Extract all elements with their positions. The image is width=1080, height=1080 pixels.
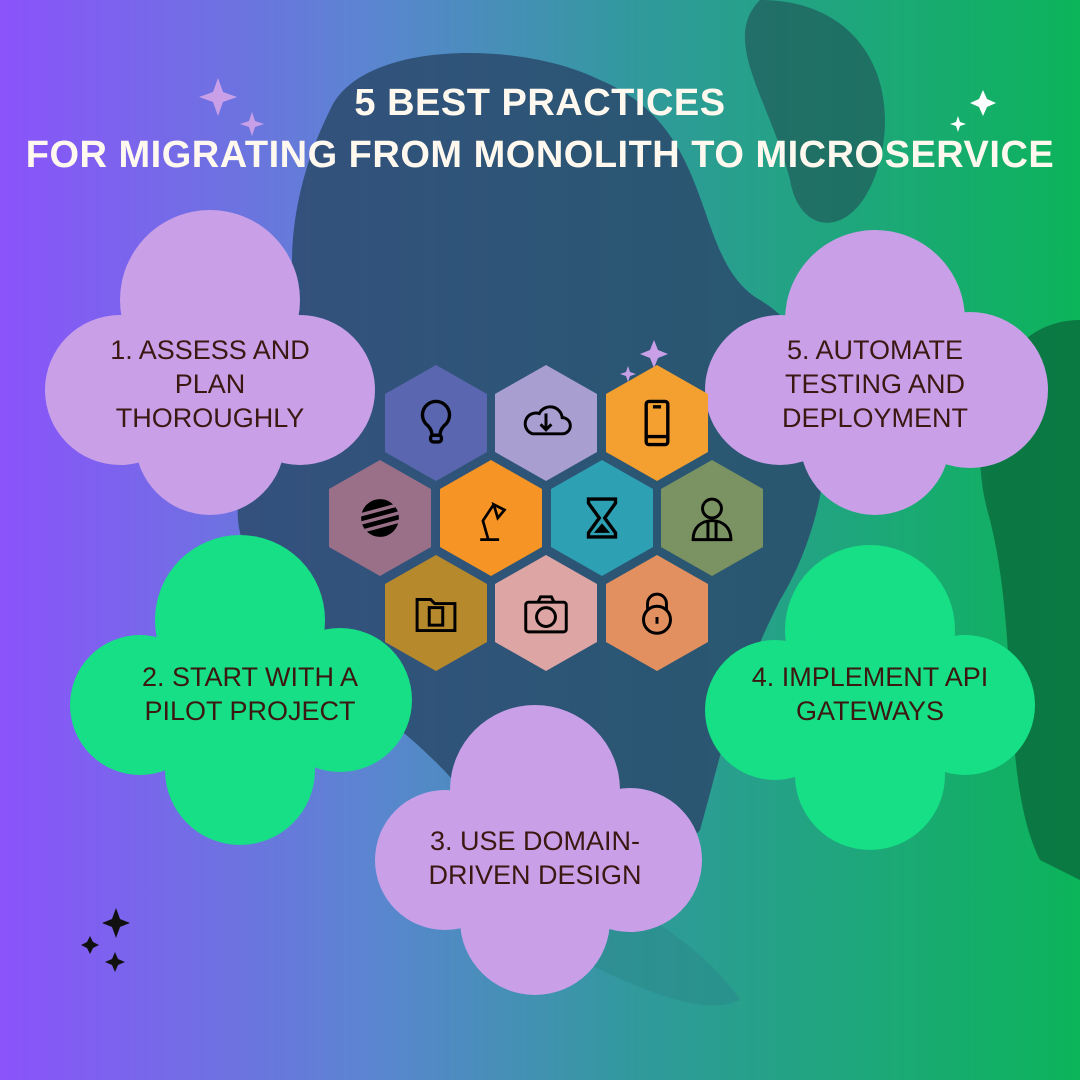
- sparkle-icon: [240, 112, 264, 136]
- cloud-download-icon: [523, 405, 572, 436]
- step-4-label: 4. Implement API gateways: [751, 662, 989, 726]
- step-1-label: 1. Assess and plan thoroughly: [110, 335, 310, 433]
- sparkle-icon: [81, 936, 99, 954]
- sparkle-icon: [950, 116, 966, 132]
- folder-document-icon: [415, 598, 457, 633]
- hourglass-icon: [586, 497, 618, 539]
- cloud-step-5: [705, 230, 1048, 515]
- sparkle-icon: [620, 366, 636, 382]
- sparkle-icon: [102, 908, 130, 938]
- sparkle-icon: [105, 952, 125, 972]
- step-5-label: 5. Automate testing and deployment: [781, 335, 969, 433]
- sparkle-icon: [640, 340, 668, 368]
- cloud-step-2: [70, 535, 412, 845]
- smartphone-icon: [644, 399, 670, 447]
- hex-cloud: [495, 365, 597, 481]
- sparkle-icon: [199, 78, 237, 116]
- title-line-2: FOR MIGRATING FROM MONOLITH TO MICROSERV…: [25, 134, 1055, 176]
- cloud-step-4: [705, 545, 1035, 850]
- desk-lamp-icon: [480, 501, 507, 541]
- hex-phone: [606, 365, 708, 481]
- padlock-icon: [642, 592, 672, 635]
- camera-icon: [524, 595, 568, 634]
- globe-icon: [359, 499, 401, 537]
- cloud-step-3: [375, 705, 702, 995]
- lightbulb-icon: [420, 399, 452, 444]
- cloud-step-1: [45, 210, 375, 515]
- sparkle-icon: [970, 90, 996, 116]
- title-line-1: 5 BEST PRACTICES: [354, 82, 726, 124]
- user-icon: [691, 497, 733, 542]
- step-2-label: 2. Start with a pilot project: [141, 662, 359, 726]
- hex-lightbulb: [385, 365, 487, 481]
- step-3-label: 3. Use domain-driven design: [428, 826, 642, 890]
